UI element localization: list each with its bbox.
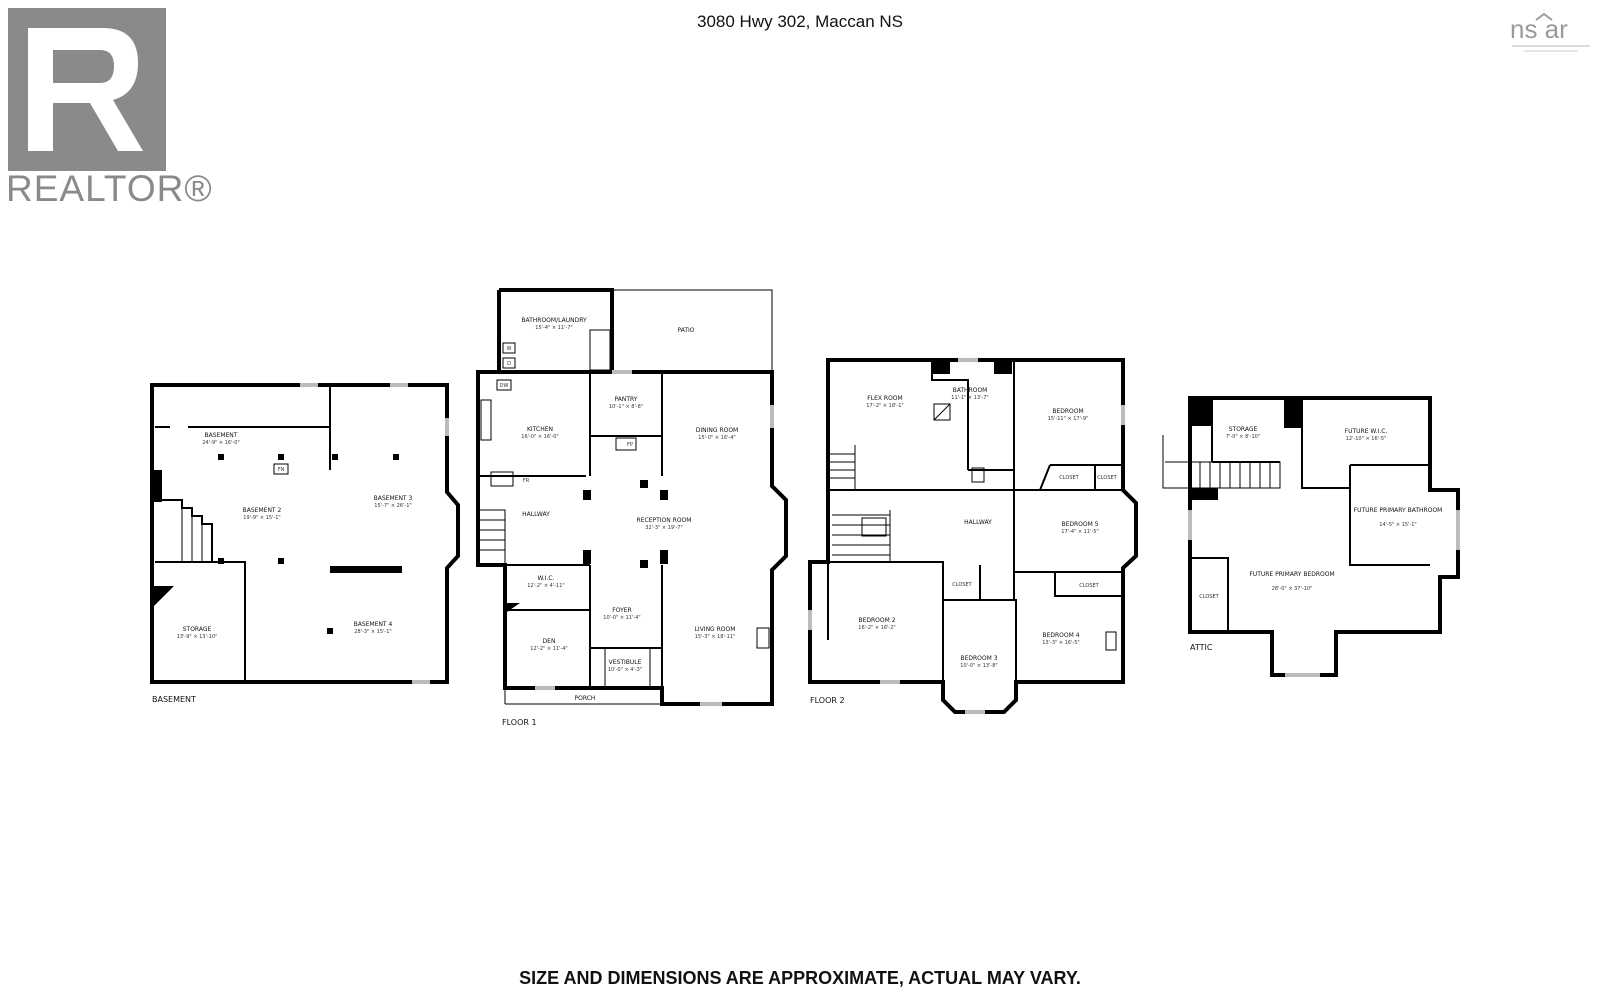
room-kitchen-dims: 16'-0" × 16'-0"	[521, 434, 558, 440]
room-attic-storage-dims: 7'-0" × 8'-10"	[1226, 434, 1260, 440]
room-basement-3-name: BASEMENT 3	[374, 495, 413, 502]
room-storage-name: STORAGE	[183, 626, 212, 633]
room-bathroom-2-name: BATHROOM	[953, 387, 988, 394]
room-flex-room-dims: 17'-2" × 18'-1"	[866, 403, 903, 409]
room-basement-name: BASEMENT	[205, 432, 238, 439]
room-foyer-dims: 10'-0" × 11'-4"	[603, 615, 640, 621]
room-patio-name: PATIO	[677, 327, 694, 334]
room-kitchen-name: KITCHEN	[527, 426, 553, 433]
room-basement-4-name: BASEMENT 4	[354, 621, 393, 628]
room-basement-3-dims: 15'-7" × 26'-1"	[374, 503, 411, 509]
room-reception-name: RECEPTION ROOM	[637, 517, 692, 524]
room-future-bath-name: FUTURE PRIMARY BATHROOM	[1354, 507, 1443, 514]
room-bathroom-laundry-dims: 15'-4" × 11'-7"	[535, 325, 572, 331]
room-future-bedroom-name: FUTURE PRIMARY BEDROOM	[1249, 571, 1334, 578]
room-den-dims: 12'-2" × 11'-4"	[530, 646, 567, 652]
dishwasher-label: DW	[500, 383, 509, 389]
room-reception-dims: 32'-3" × 19'-7"	[645, 525, 682, 531]
room-foyer-name: FOYER	[612, 607, 631, 614]
washer-label: W	[507, 346, 512, 352]
room-den-name: DEN	[543, 638, 556, 645]
room-bedroom-2-name: BEDROOM 2	[858, 617, 895, 624]
room-dining-room-dims: 15'-0" × 16'-4"	[698, 435, 735, 441]
room-future-wic-dims: 12'-10" × 16'-5"	[1346, 436, 1387, 442]
room-future-wic-name: FUTURE W.I.C.	[1345, 428, 1388, 435]
room-flex-room-name: FLEX ROOM	[867, 395, 902, 402]
room-basement-2-dims: 19'-9" × 15'-1"	[243, 515, 280, 521]
room-bathroom-2-dims: 11'-1" × 13'-7"	[951, 395, 988, 401]
floor-label-attic: ATTIC	[1190, 643, 1213, 652]
room-pantry-name: PANTRY	[615, 396, 638, 403]
room-bedroom-4-name: BEDROOM 4	[1042, 632, 1079, 639]
floor-1-plan: BATHROOM/LAUNDRY 15'-4" × 11'-7" PATIO P…	[476, 288, 788, 727]
nsar-wordmark: ns ar	[1510, 14, 1568, 44]
room-future-bath-dims: 14'-5" × 15'-1"	[1379, 522, 1416, 528]
room-living-room-dims: 15'-3" × 18'-11"	[695, 634, 736, 640]
fireplace-label-1: FP	[627, 442, 633, 448]
realtor-logo	[8, 8, 166, 171]
closet-label-4: CLOSET	[1079, 583, 1099, 589]
room-living-room-name: LIVING ROOM	[695, 626, 736, 633]
attic-plan: STORAGE 7'-0" × 8'-10" FUTURE W.I.C. 12'…	[1162, 396, 1460, 677]
room-basement-dims: 24'-9" × 16'-0"	[202, 440, 239, 446]
room-bathroom-laundry-name: BATHROOM/LAUNDRY	[521, 317, 587, 324]
room-bedroom-dims: 15'-11" × 17'-9"	[1048, 416, 1089, 422]
room-future-bedroom-dims: 28'-0" × 37'-10"	[1272, 586, 1313, 592]
floor-label-floor-1: FLOOR 1	[502, 718, 537, 727]
closet-label-attic: CLOSET	[1199, 594, 1219, 600]
room-pantry-dims: 10'-1" × 8'-8"	[609, 404, 643, 410]
floor-2-plan: FLEX ROOM 17'-2" × 18'-1" BATHROOM 11'-1…	[808, 358, 1138, 714]
room-hallway-2-name: HALLWAY	[964, 519, 992, 526]
room-bedroom-name: BEDROOM	[1052, 408, 1083, 415]
room-bedroom-3-dims: 10'-0" × 13'-8"	[960, 663, 997, 669]
room-bedroom-4-dims: 13'-3" × 16'-5"	[1042, 640, 1079, 646]
room-wic-dims: 12'-2" × 4'-11"	[527, 583, 564, 589]
room-attic-storage-name: STORAGE	[1229, 426, 1258, 433]
room-basement-2-name: BASEMENT 2	[243, 507, 282, 514]
room-storage-dims: 13'-9" × 13'-10"	[177, 634, 218, 640]
fridge-label: FR	[523, 478, 530, 484]
room-vestibule-dims: 10'-0" × 4'-3"	[608, 667, 642, 673]
basement-plan: BASEMENT 24'-9" × 16'-0" BASEMENT 2 19'-…	[150, 383, 460, 704]
room-bedroom-3-name: BEDROOM 3	[960, 655, 997, 662]
room-vestibule-name: VESTIBULE	[609, 659, 642, 666]
room-porch-name: PORCH	[575, 695, 596, 702]
floor-label-basement: BASEMENT	[152, 695, 196, 704]
room-dining-room-name: DINING ROOM	[696, 427, 738, 434]
realtor-wordmark: REALTOR®	[6, 168, 213, 209]
room-basement-4-dims: 28'-3" × 15'-1"	[354, 629, 391, 635]
closet-label-3: CLOSET	[952, 582, 972, 588]
room-bedroom-5-name: BEDROOM 5	[1061, 521, 1098, 528]
dryer-label: D	[507, 361, 511, 367]
room-wic-name: W.I.C.	[538, 575, 555, 582]
disclaimer-text: SIZE AND DIMENSIONS ARE APPROXIMATE, ACT…	[519, 968, 1081, 988]
floor-label-floor-2: FLOOR 2	[810, 696, 845, 705]
page-title: 3080 Hwy 302, Maccan NS	[697, 12, 903, 31]
room-bedroom-2-dims: 16'-2" × 16'-2"	[858, 625, 895, 631]
nsar-logo: ns ar	[1510, 12, 1590, 52]
closet-label-1: CLOSET	[1059, 475, 1079, 481]
room-hallway-1-name: HALLWAY	[522, 511, 550, 518]
furnace-label: FN	[278, 467, 285, 473]
closet-label-2: CLOSET	[1097, 475, 1117, 481]
room-bedroom-5-dims: 17'-4" × 11'-5"	[1061, 529, 1098, 535]
